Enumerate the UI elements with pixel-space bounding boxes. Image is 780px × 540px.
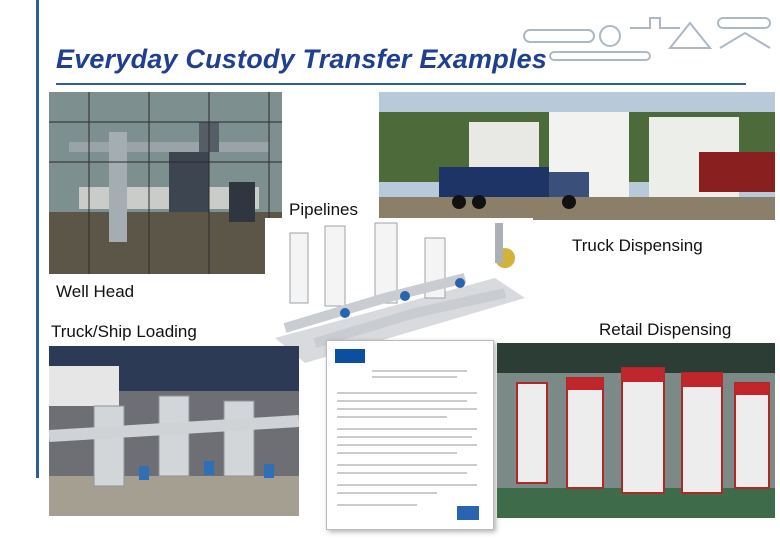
label-pipelines: Pipelines (285, 200, 362, 220)
label-truck-dispensing: Truck Dispensing (572, 236, 703, 255)
ec-examination-certificate (320, 340, 500, 530)
label-truck-ship-loading: Truck/Ship Loading (51, 322, 197, 341)
label-well-head: Well Head (56, 282, 135, 301)
retail-dispensing-photo (497, 343, 775, 518)
truck-ship-loading-photo (49, 346, 299, 516)
nmi-logo (335, 349, 365, 363)
label-retail-dispensing: Retail Dispensing (599, 320, 732, 339)
truck-dispensing-photo (379, 92, 775, 220)
slide-title: Everyday Custody Transfer Examples (56, 44, 548, 74)
title-underline (56, 83, 746, 85)
flow-meters-icon (523, 17, 771, 61)
left-accent-bar (36, 0, 39, 478)
certificate-page (326, 340, 494, 530)
well-head-photo (49, 92, 282, 274)
